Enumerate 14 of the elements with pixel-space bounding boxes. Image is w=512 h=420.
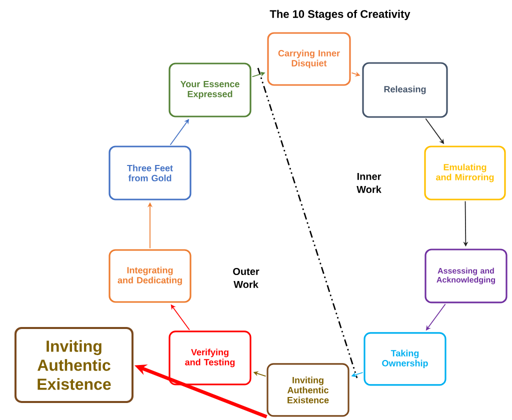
title: The 10 Stages of Creativity bbox=[270, 10, 410, 20]
stage-box: Three Feet from Gold bbox=[108, 146, 192, 200]
stage-box: Integrating and Dedicating bbox=[108, 249, 192, 303]
stage-box: Assessing and Acknowledging bbox=[424, 248, 508, 304]
stage-box: Carrying Inner Disquiet bbox=[267, 32, 351, 86]
stage-box: Verifying and Testing bbox=[168, 330, 252, 386]
stage-box: Inviting Authentic Existence bbox=[266, 363, 350, 417]
stage-box: Releasing bbox=[362, 62, 448, 118]
stage-box: Inviting Authentic Existence bbox=[14, 326, 134, 403]
region-label: Outer Work bbox=[233, 268, 260, 288]
region-label: Inner Work bbox=[356, 173, 382, 193]
stage-box: Emulating and Mirroring bbox=[424, 146, 506, 200]
stage-box: Taking Ownership bbox=[364, 332, 446, 386]
stage-box: Your Essence Expressed bbox=[168, 62, 252, 118]
